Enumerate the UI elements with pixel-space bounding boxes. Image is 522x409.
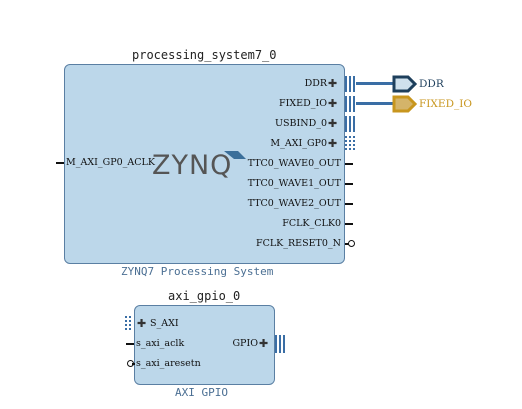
zynq-logo-text: ZYNQ	[152, 150, 233, 181]
port-ddr: DDR	[304, 78, 327, 89]
external-port-ddr-label: DDR	[419, 78, 444, 90]
port-pin-s-axi-aresetn[interactable]	[132, 363, 135, 365]
port-pin-s-axi-aclk[interactable]	[126, 343, 134, 345]
port-pin-ttc0-wave0-out[interactable]	[345, 163, 353, 165]
bus-pin-bar	[353, 136, 355, 152]
bus-pin-bar	[349, 136, 351, 152]
port-m-axi-gp0-aclk: M_AXI_GP0_ACLK	[66, 157, 155, 168]
net-fixed-io[interactable]	[356, 102, 394, 105]
bus-pin-usbind-0[interactable]	[345, 116, 347, 132]
external-port-fixed-io-label: FIXED_IO	[419, 98, 472, 110]
gpio-instance-name: axi_gpio_0	[168, 289, 241, 303]
bus-pin-bar	[349, 76, 351, 92]
port-pin-m-axi-gp0-aclk[interactable]	[56, 162, 64, 164]
bus-pin-bar	[279, 335, 281, 353]
bus-pin-fixed-io[interactable]	[345, 96, 347, 112]
expand-plus-icon[interactable]: ✚	[328, 77, 338, 90]
bus-pin-gpio[interactable]	[275, 335, 277, 353]
port-pin-fclk-clk0[interactable]	[345, 223, 353, 225]
bus-pin-bar	[353, 116, 355, 132]
bus-pin-bar	[349, 116, 351, 132]
expand-plus-icon[interactable]: ✚	[328, 137, 338, 150]
zynq-logo: ZYNQ	[152, 150, 246, 181]
expand-plus-icon[interactable]: ✚	[137, 317, 147, 330]
external-port-fixed-io-icon[interactable]	[392, 95, 418, 113]
port-gpio: GPIO	[232, 338, 258, 349]
expand-plus-icon[interactable]: ✚	[328, 97, 338, 110]
port-fclk-clk0: FCLK_CLK0	[282, 218, 341, 229]
port-s-axi-aresetn: s_axi_aresetn	[136, 358, 201, 369]
zynq-block-subtitle: ZYNQ7 Processing System	[121, 265, 274, 278]
bus-pin-ddr[interactable]	[345, 76, 347, 92]
expand-plus-icon[interactable]: ✚	[328, 117, 338, 130]
port-s-axi: S_AXI	[150, 318, 179, 329]
expand-plus-icon[interactable]: ✚	[259, 337, 269, 350]
net-ddr[interactable]	[356, 82, 394, 85]
axi-gpio-block[interactable]	[134, 305, 275, 385]
port-fixed-io: FIXED_IO	[279, 98, 327, 109]
port-usbind-0: USBIND_0	[275, 118, 327, 129]
active-low-bubble-icon	[348, 240, 355, 247]
port-ttc0-wave0-out: TTC0_WAVE0_OUT	[247, 158, 341, 169]
external-port-ddr-icon[interactable]	[392, 75, 418, 93]
zynq-instance-name: processing_system7_0	[132, 48, 277, 62]
bus-pin-m-axi-gp0[interactable]	[345, 136, 347, 152]
bus-pin-bar	[353, 96, 355, 112]
zynq-swoosh-icon	[224, 151, 246, 159]
port-pin-fclk-reset0-n[interactable]	[345, 243, 349, 245]
port-m-axi-gp0: M_AXI_GP0	[270, 138, 327, 149]
port-ttc0-wave2-out: TTC0_WAVE2_OUT	[247, 198, 341, 209]
port-fclk-reset0-n: FCLK_RESET0_N	[256, 238, 341, 249]
port-ttc0-wave1-out: TTC0_WAVE1_OUT	[247, 178, 341, 189]
bus-pin-bar	[353, 76, 355, 92]
bus-pin-bar	[129, 316, 131, 332]
bus-pin-s-axi[interactable]	[125, 316, 127, 332]
gpio-block-subtitle: AXI GPIO	[175, 386, 228, 399]
port-pin-ttc0-wave1-out[interactable]	[345, 183, 353, 185]
port-s-axi-aclk: s_axi_aclk	[136, 338, 185, 349]
bus-pin-bar	[283, 335, 285, 353]
zynq-ps-block[interactable]	[64, 64, 345, 264]
bus-pin-bar	[349, 96, 351, 112]
port-pin-ttc0-wave2-out[interactable]	[345, 203, 353, 205]
